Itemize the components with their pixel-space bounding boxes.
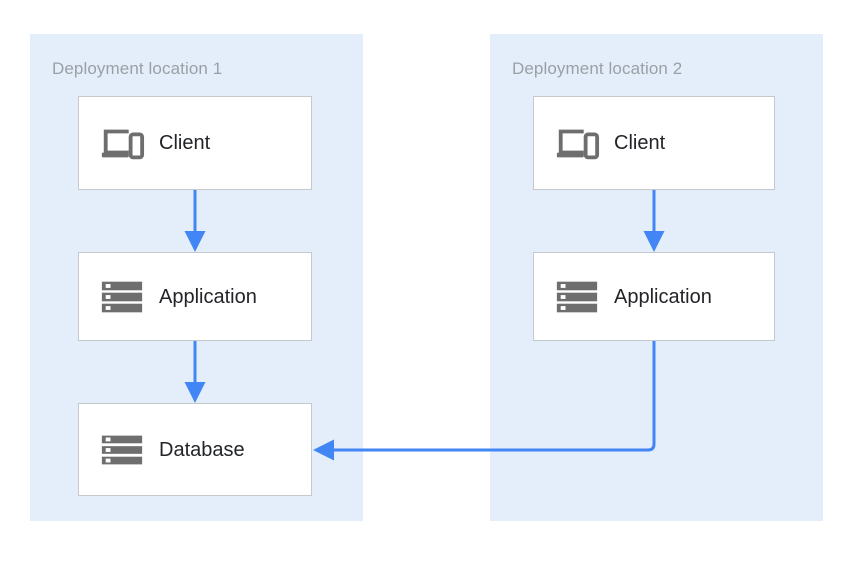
panel-title-deployment-location-1: Deployment location 1 [52,59,223,78]
database-icon [101,435,143,464]
node-label-application-2: Application [614,285,712,308]
panel-title-deployment-location-2: Deployment location 2 [512,59,683,78]
node-label-client-2: Client [614,132,666,154]
node-label-database-1: Database [159,438,245,461]
node-application-1[interactable]: Application [78,252,312,341]
node-database-1[interactable]: Database [78,403,312,496]
node-label-client-1: Client [159,132,211,154]
node-application-2[interactable]: Application [533,252,775,341]
devices-icon [101,129,145,160]
server-icon [101,281,143,312]
node-label-application-1: Application [159,285,257,308]
server-icon [556,281,598,312]
node-client-1[interactable]: Client [78,96,312,190]
devices-icon [556,129,600,160]
node-client-2[interactable]: Client [533,96,775,190]
